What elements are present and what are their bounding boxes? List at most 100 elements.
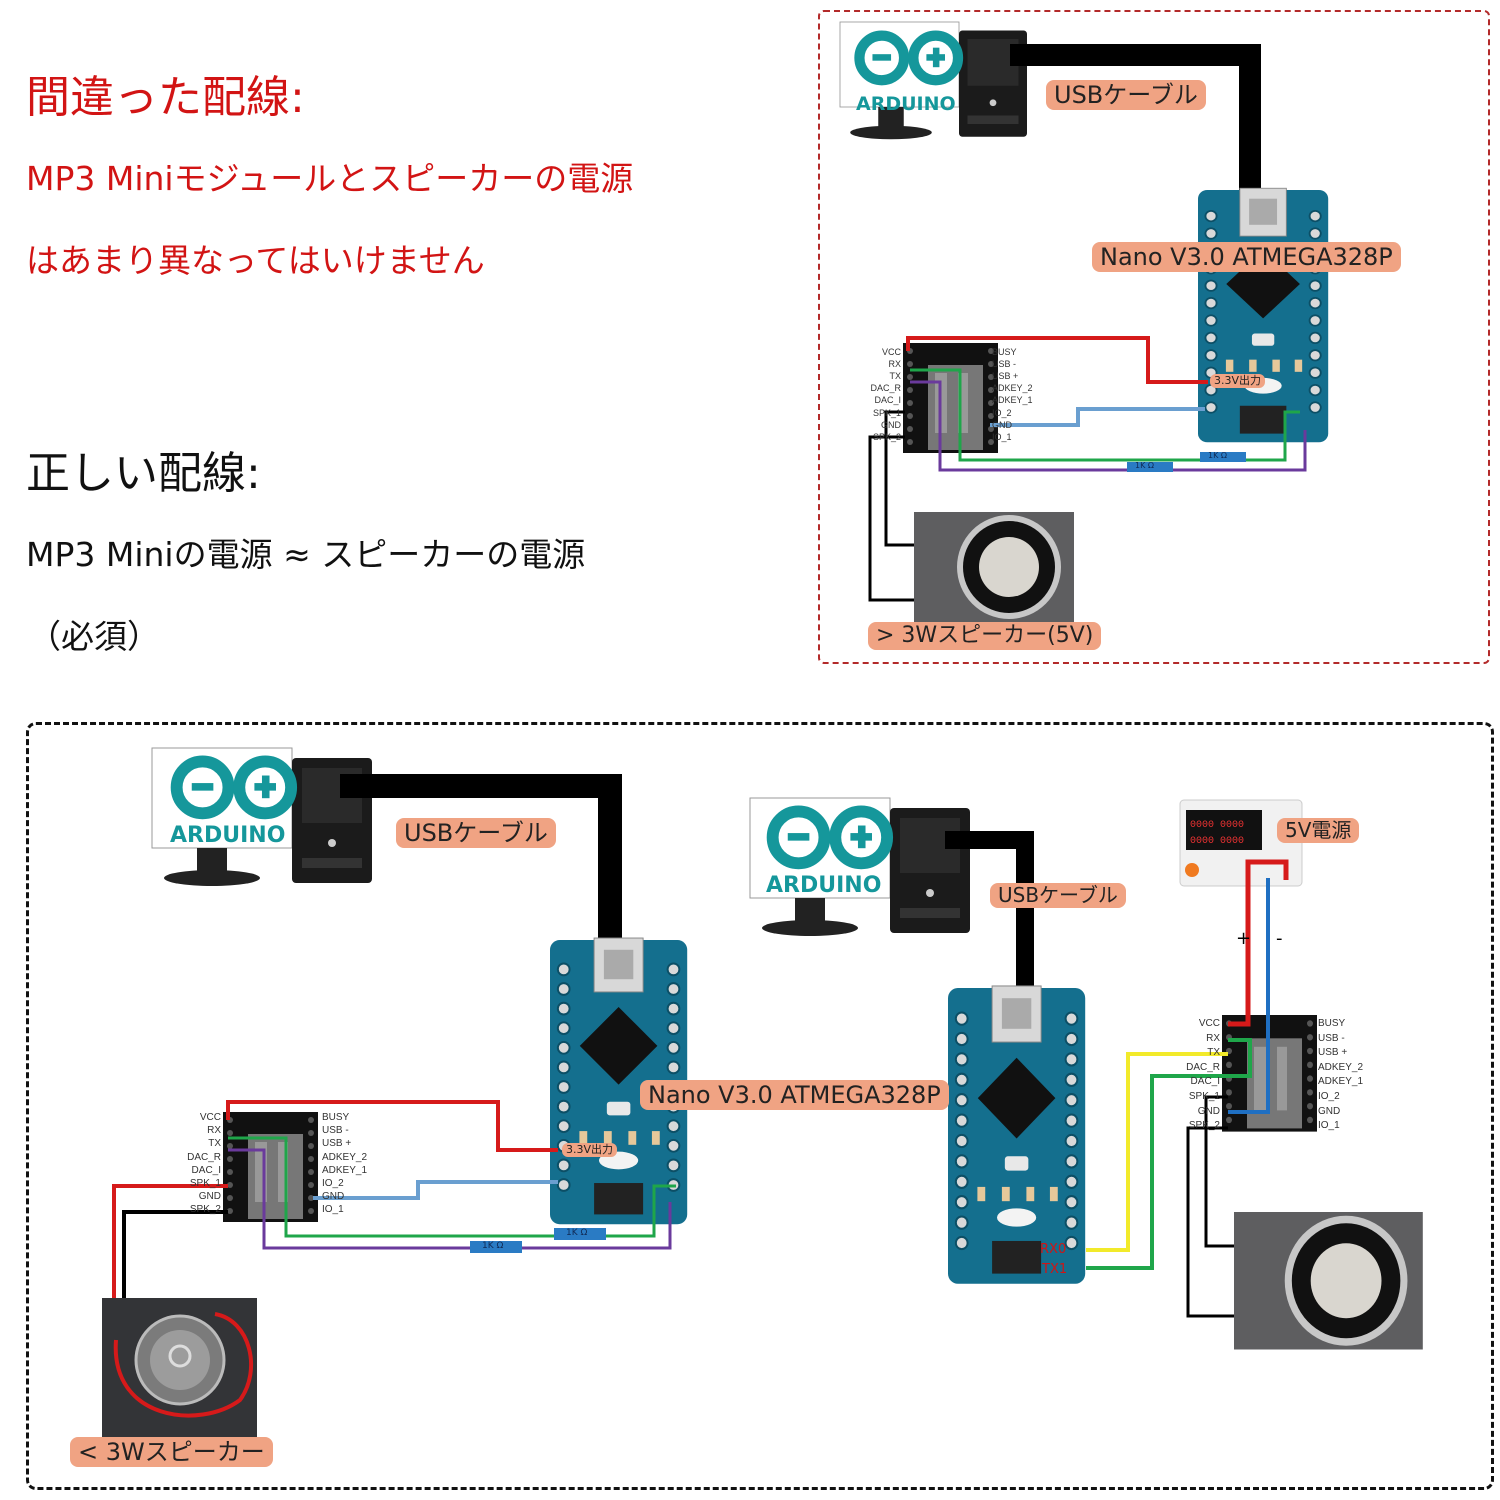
wire-spk2-bottom-right — [1186, 1126, 1236, 1318]
pin-label: SPK_2 — [189, 1204, 221, 1216]
pin-label: DAC_R — [870, 383, 901, 394]
pin-label: USB - — [1318, 1032, 1345, 1044]
pin-label: IO_1 — [322, 1204, 344, 1216]
svg-text:0000 0000: 0000 0000 — [1190, 820, 1244, 831]
mp3-module-top — [903, 343, 998, 453]
pin-label: GND — [992, 419, 1012, 430]
pin-label: USB + — [992, 371, 1019, 382]
pin-label: ADKEY_1 — [322, 1164, 368, 1176]
wire-gnd-bottom-left — [313, 1180, 558, 1200]
pin-label: IO_2 — [992, 407, 1012, 418]
wire-spk2-top — [868, 435, 915, 602]
speaker-big-top — [914, 512, 1074, 622]
pin-label: DAC_I — [1190, 1076, 1220, 1088]
pin-label: DAC_R — [1186, 1061, 1220, 1073]
resistor-label: 1K Ω — [1135, 461, 1154, 470]
arduino-logo-text: ARDUINO — [170, 823, 286, 848]
wrong-wiring-panel — [818, 10, 1490, 664]
pin-label: SPK_1 — [189, 1178, 221, 1189]
usb-cable-label: USBケーブル — [990, 883, 1126, 908]
nano-label: Nano V3.0 ATMEGA328P — [1092, 242, 1401, 272]
wire-spk2-bottom-left — [122, 1210, 228, 1340]
speaker-small-bottom — [102, 1298, 257, 1438]
wire-gnd-bottom-right — [1228, 878, 1270, 1114]
pin-label: USB + — [1318, 1047, 1348, 1059]
mp3-module-bottom-left — [223, 1112, 318, 1222]
plus-sign: + — [1236, 928, 1252, 949]
pc-bottom-left — [151, 747, 373, 887]
pin-label: TX — [208, 1138, 221, 1150]
power-5v-label: 5V電源 — [1277, 818, 1360, 843]
pin-label: BUSY — [992, 347, 1017, 357]
wire-vcc-top — [906, 336, 1208, 384]
pin-label: GND — [322, 1191, 345, 1203]
pin-label: ADKEY_2 — [322, 1151, 368, 1163]
correct-wiring-title: 正しい配線: — [26, 448, 261, 499]
wrong-wiring-line1: MP3 Miniモジュールとスピーカーの電源 — [26, 159, 634, 198]
wire-spk1-top — [884, 410, 915, 547]
pc-top — [839, 21, 1028, 140]
pin-label: DAC_I — [191, 1164, 221, 1176]
pin-label: SPK_2 — [1188, 1120, 1220, 1132]
wire-spk1-bottom-left — [112, 1184, 228, 1340]
wrong-wiring-title: 間違った配線: — [26, 72, 305, 123]
wire-gnd-top — [990, 407, 1205, 427]
wire-rx-top — [910, 368, 1300, 462]
pin-label: SPK_2 — [872, 431, 901, 442]
resistor-label: 1K Ω — [566, 1228, 588, 1238]
svg-text:0000 0000: 0000 0000 — [1190, 836, 1244, 847]
speaker-big-label: > 3Wスピーカー(5V) — [868, 622, 1102, 650]
wire-vcc-bottom-left — [226, 1100, 558, 1152]
pin-label: GND — [1318, 1105, 1341, 1117]
pin-label: BUSY — [322, 1112, 350, 1123]
wire-rx-bottom-right — [1086, 1038, 1252, 1270]
pin-label: ADKEY_1 — [992, 395, 1033, 406]
speaker-small-label: < 3Wスピーカー — [70, 1437, 273, 1467]
correct-wiring-panel — [26, 722, 1494, 1490]
arduino-logo-text: ARDUINO — [856, 93, 956, 115]
wire-tx-top — [910, 380, 1307, 472]
resistor-bl-2 — [470, 1241, 522, 1253]
pin-label: VCC — [881, 347, 901, 357]
pin-label: GND — [198, 1191, 221, 1203]
wire-rx-bottom-left — [228, 1136, 676, 1238]
usb-cable-bottom-left — [340, 774, 622, 960]
nano-bottom-right — [946, 984, 1087, 1285]
pin-label: USB + — [322, 1138, 352, 1150]
arduino-logo-text: ARDUINO — [766, 873, 882, 898]
pin-label: GND — [1197, 1105, 1220, 1117]
wire-vcc-bottom-right — [1228, 859, 1289, 1027]
usb-cable-label: USBケーブル — [396, 818, 556, 848]
nano-label: Nano V3.0 ATMEGA328P — [640, 1080, 949, 1110]
pin-label: TX — [1207, 1047, 1220, 1059]
pin-label: GND — [881, 419, 901, 430]
pin-label: USB - — [322, 1125, 349, 1137]
pin-label: VCC — [1198, 1018, 1220, 1029]
pin-label: TX — [889, 371, 901, 382]
correct-wiring-line2: （必須） — [28, 617, 160, 656]
pin-label: ADKEY_1 — [1318, 1076, 1364, 1088]
pin-label: SPK_1 — [1188, 1091, 1220, 1102]
minus-sign: - — [1276, 928, 1283, 949]
wire-spk1-bottom-right — [1204, 1095, 1236, 1248]
pin-label: RX — [207, 1125, 221, 1137]
pin-label: DAC_R — [187, 1151, 221, 1163]
pin-label: ADKEY_2 — [992, 383, 1033, 394]
resistor-top-1 — [1200, 452, 1246, 462]
pin-label: BUSY — [1318, 1018, 1346, 1029]
pin-label: IO_1 — [992, 431, 1012, 442]
output-3v3-label: 3.3V出力 — [1210, 374, 1266, 388]
speaker-big-bottom — [1234, 1212, 1423, 1350]
nano-top — [1197, 187, 1330, 444]
pin-label: DAC_I — [874, 395, 901, 406]
correct-wiring-line1: MP3 Miniの電源 ≈ スピーカーの電源 — [26, 535, 586, 574]
pc-bottom-right — [749, 797, 971, 937]
usb-cable-bottom-right — [945, 831, 1034, 990]
pin-label: RX — [888, 359, 901, 370]
pin-label: VCC — [199, 1112, 221, 1123]
wire-tx-bottom-right — [1086, 1052, 1228, 1252]
usb-cable-top — [1010, 44, 1261, 210]
tx1-label: TX1 — [1042, 1262, 1068, 1277]
wire-tx-bottom-left — [228, 1148, 672, 1250]
